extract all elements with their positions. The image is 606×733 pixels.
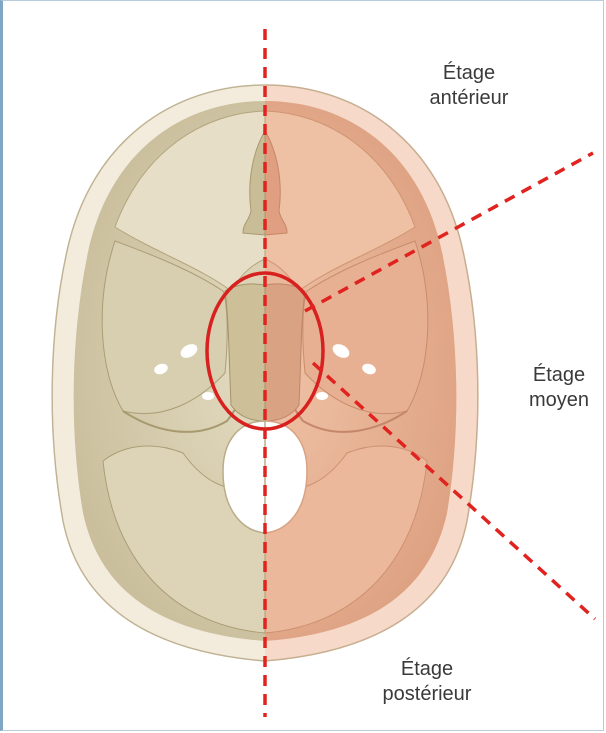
- label-posterior-line1: Étage: [367, 657, 487, 682]
- label-anterior-line1: Étage: [409, 61, 529, 86]
- label-middle-line2: moyen: [511, 388, 604, 413]
- label-posterior-line2: postérieur: [367, 682, 487, 707]
- label-middle-line1: Étage: [511, 363, 604, 388]
- label-middle-stage: Étage moyen: [511, 363, 604, 413]
- label-anterior-line2: antérieur: [409, 86, 529, 111]
- label-anterior-stage: Étage antérieur: [409, 61, 529, 111]
- label-posterior-stage: Étage postérieur: [367, 657, 487, 707]
